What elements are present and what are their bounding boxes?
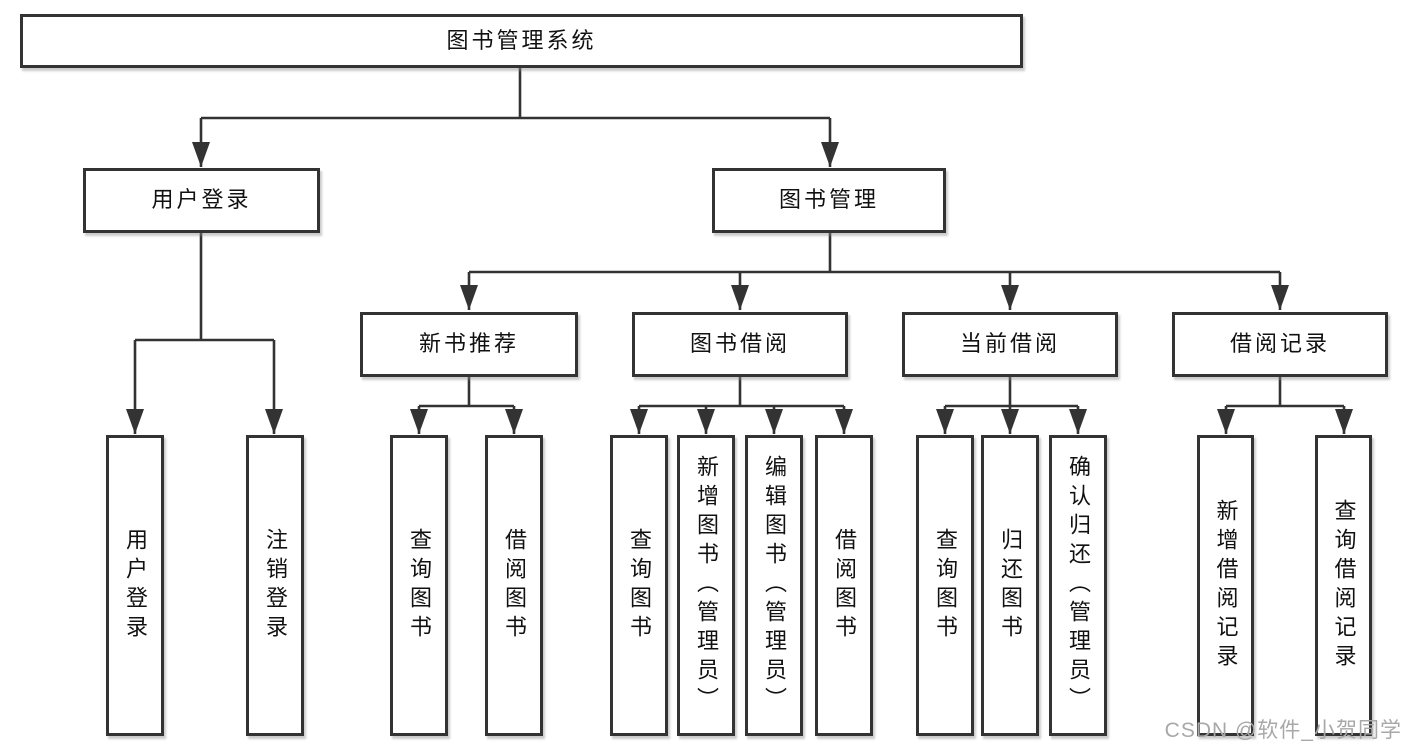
node-label: 图书管理系统	[446, 27, 597, 53]
node-label: 查询图书	[627, 527, 652, 644]
branch-new-book	[419, 377, 514, 408]
leaf-add-borrow-record: 新增借阅记录	[1197, 435, 1254, 736]
node-label: 用户登录	[151, 187, 252, 213]
node-borrowing-records: 借阅记录	[1172, 312, 1388, 377]
node-book-management: 图书管理	[712, 168, 946, 233]
branch-user-login	[135, 233, 274, 342]
node-library-management-system: 图书管理系统	[20, 14, 1023, 68]
node-label: 查询借阅记录	[1331, 498, 1357, 673]
branch-root	[201, 68, 830, 120]
node-label: 借阅图书	[502, 527, 527, 644]
leaf-logout: 注销登录	[246, 435, 304, 736]
node-label: 新增图书（管理员）	[694, 455, 719, 716]
node-current-borrowing: 当前借阅	[902, 312, 1118, 377]
node-new-book-recommendation: 新书推荐	[360, 312, 578, 377]
node-user-login: 用户登录	[83, 168, 320, 233]
leaf-edit-book-admin: 编辑图书（管理员）	[745, 435, 803, 736]
node-label: 图书管理	[778, 187, 879, 213]
leaf-borrow-books: 借阅图书	[815, 435, 873, 736]
node-label: 新增借阅记录	[1213, 498, 1239, 673]
node-label: 查询图书	[407, 527, 432, 644]
node-book-borrowing: 图书借阅	[632, 312, 848, 377]
node-label: 新书推荐	[418, 331, 519, 357]
leaf-return-books: 归还图书	[981, 435, 1039, 736]
branch-book-management	[469, 232, 1280, 274]
leaf-query-books-borrowing: 查询图书	[610, 435, 668, 736]
node-label: 当前借阅	[959, 331, 1060, 357]
branch-borrowing-records	[1226, 377, 1344, 408]
branch-book-borrowing	[639, 377, 844, 408]
node-label: 图书借阅	[689, 331, 790, 357]
node-label: 借阅图书	[832, 527, 857, 644]
node-label: 借阅记录	[1229, 331, 1330, 357]
node-label: 确认归还（管理员）	[1066, 455, 1091, 716]
node-label: 归还图书	[998, 527, 1023, 644]
leaf-query-borrow-record: 查询借阅记录	[1315, 435, 1372, 736]
node-label: 查询图书	[933, 527, 958, 644]
node-label: 注销登录	[263, 527, 288, 644]
csdn-watermark: CSDN @软件_小贺同学	[1164, 719, 1402, 742]
leaf-query-books-current: 查询图书	[916, 435, 974, 736]
leaf-borrow-books-recommend: 借阅图书	[485, 435, 543, 736]
leaf-add-book-admin: 新增图书（管理员）	[677, 435, 735, 736]
node-label: 用户登录	[123, 527, 148, 644]
node-label: 编辑图书（管理员）	[762, 455, 787, 716]
leaf-query-books-recommend: 查询图书	[390, 435, 448, 736]
leaf-confirm-return-admin: 确认归还（管理员）	[1049, 435, 1107, 736]
branch-current-borrowing	[945, 377, 1078, 408]
leaf-user-login: 用户登录	[106, 435, 164, 736]
